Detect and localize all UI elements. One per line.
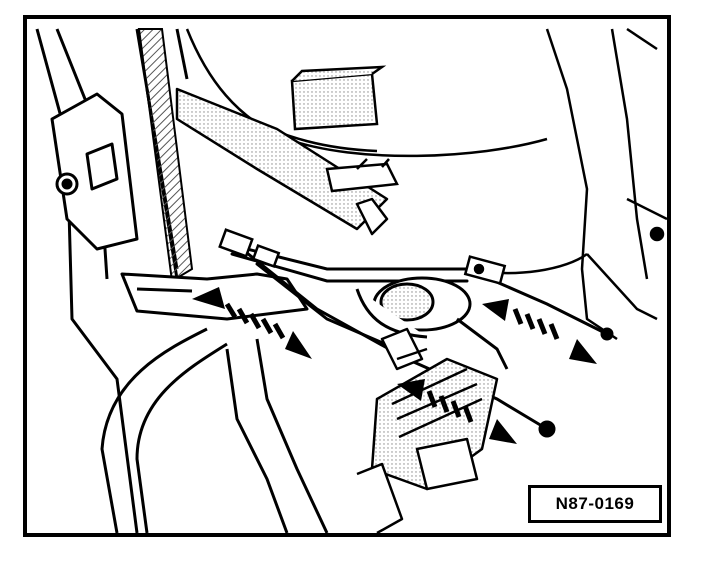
round-housing [355, 276, 509, 370]
wire-harness [356, 357, 499, 533]
pillar-hatching [137, 28, 194, 283]
figure-reference-code: N87-0169 [528, 485, 662, 523]
left-bracket [50, 92, 139, 251]
cable-clip-right [463, 255, 507, 285]
trim-strip [175, 87, 389, 236]
double-arrow-icon [397, 379, 517, 444]
figure-frame: N87-0169 [23, 15, 671, 537]
connector-block [380, 327, 428, 371]
bracket-clip [325, 158, 399, 193]
double-arrow-icon [482, 299, 597, 364]
instrument-box [290, 65, 387, 131]
lower-left-harness [100, 327, 329, 533]
technical-illustration [35, 27, 667, 533]
cable-clip-left [218, 228, 281, 268]
double-arrow-icon [192, 287, 312, 359]
